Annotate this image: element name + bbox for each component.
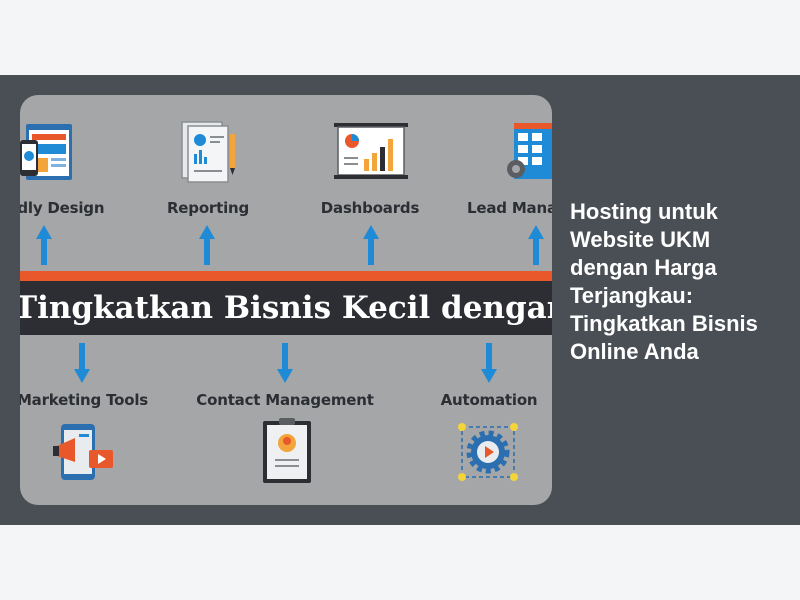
dashboard-chart-icon <box>334 123 408 179</box>
feature-label: Automation <box>440 391 538 409</box>
feature-lead-management: Lead Management <box>467 199 552 217</box>
accent-line <box>20 271 552 281</box>
arrow-down-icon <box>481 343 497 383</box>
feature-label: Friendly Design <box>20 199 105 217</box>
feature-label: Dashboards <box>320 199 420 217</box>
article-title[interactable]: Hosting untuk Website UKM dengan Harga T… <box>570 199 758 364</box>
web-layout-icon <box>20 124 72 180</box>
hero-band: Friendly Design Reporting Dashboards Lea… <box>0 75 800 525</box>
feature-friendly-design: Friendly Design <box>20 199 120 217</box>
feature-label: Lead Management <box>467 199 552 217</box>
arrow-up-icon <box>363 225 379 265</box>
arrow-up-icon <box>36 225 52 265</box>
automation-gear-icon <box>458 423 518 481</box>
crm-banner: Tingkatkan Bisnis Kecil dengan CRM <box>20 281 552 335</box>
feature-label: Reporting <box>166 199 250 217</box>
feature-dashboards: Dashboards <box>290 199 450 217</box>
arrow-down-icon <box>74 343 90 383</box>
arrow-down-icon <box>277 343 293 383</box>
feature-label: Contact Management <box>196 391 374 409</box>
featured-image-card[interactable]: Friendly Design Reporting Dashboards Lea… <box>20 95 552 505</box>
arrow-up-icon <box>528 225 544 265</box>
feature-contact-management: Contact Management <box>190 391 380 409</box>
feature-reporting: Reporting <box>128 199 288 217</box>
megaphone-icon <box>53 424 113 480</box>
feature-automation: Automation <box>409 391 552 409</box>
contact-card-icon <box>263 418 311 483</box>
report-document-icon <box>181 121 235 183</box>
arrow-up-icon <box>199 225 215 265</box>
feature-label: Marketing Tools <box>20 391 149 409</box>
lead-grid-icon <box>507 123 552 179</box>
feature-marketing-tools: Marketing Tools <box>20 391 165 409</box>
